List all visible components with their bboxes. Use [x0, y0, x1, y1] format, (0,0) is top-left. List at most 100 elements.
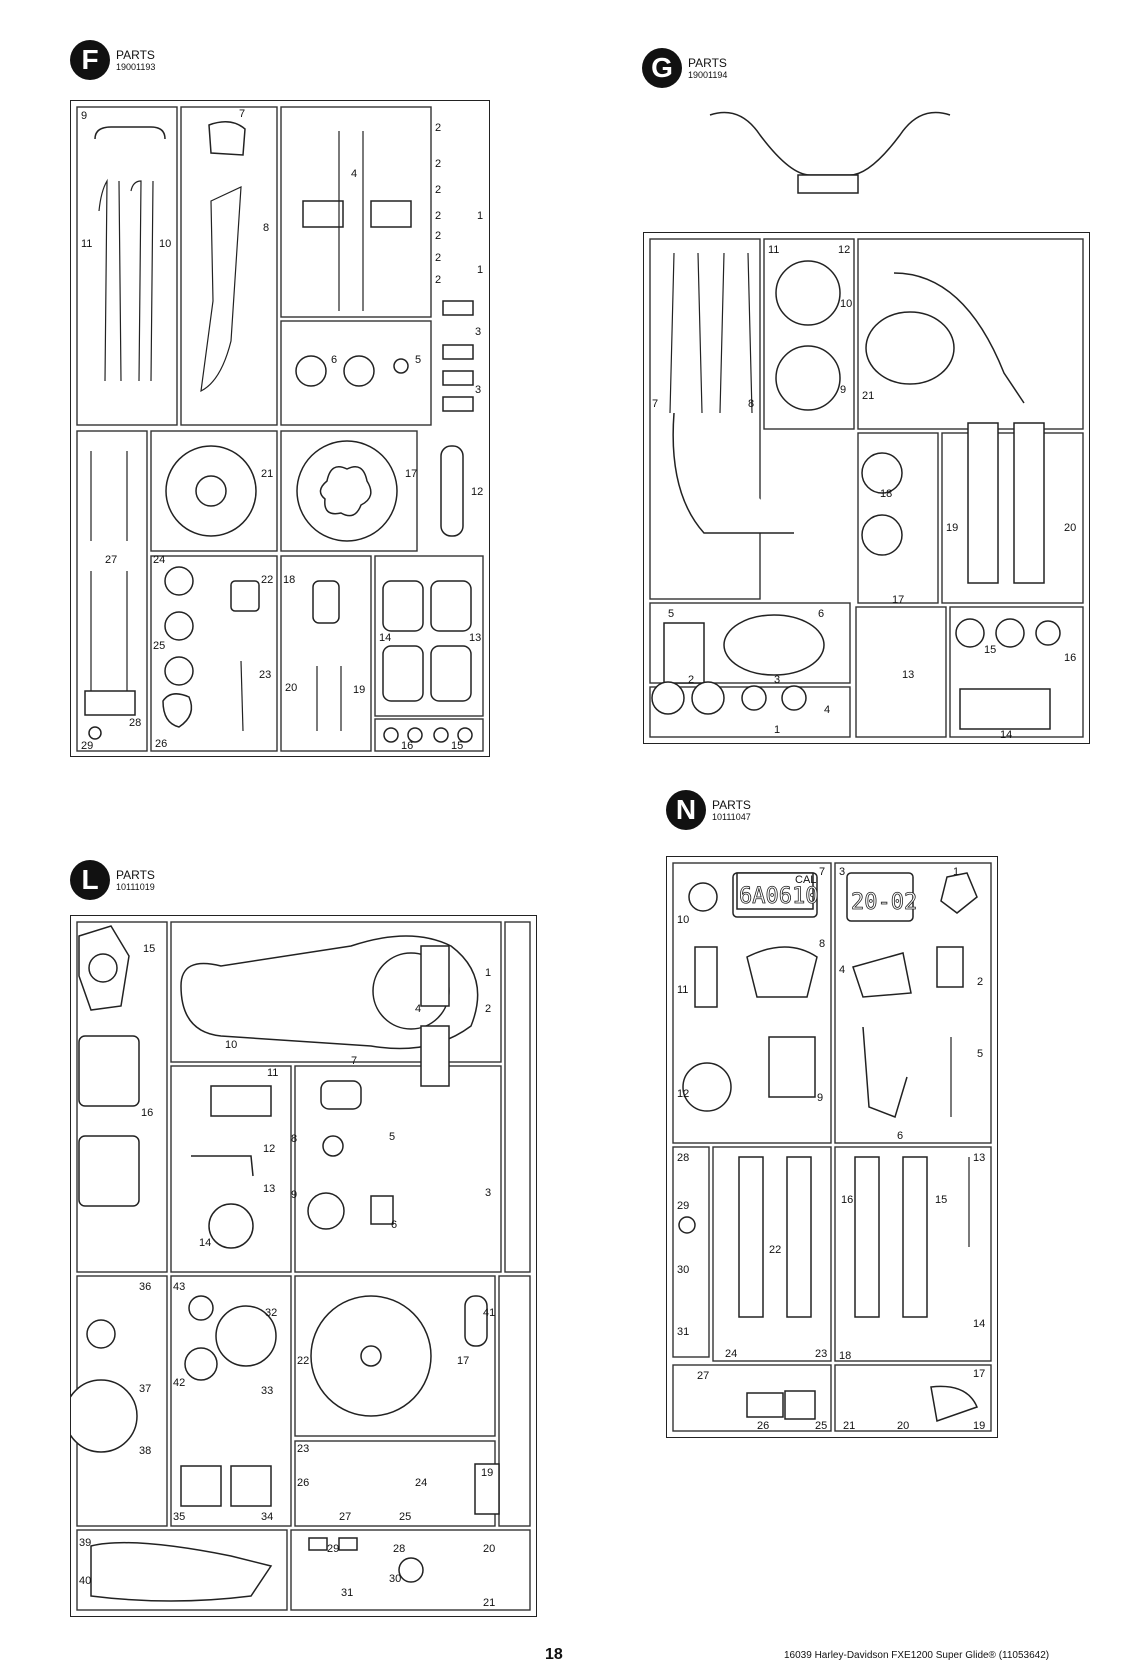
label: 11	[677, 984, 688, 996]
label: 2	[977, 976, 983, 988]
label: 16	[401, 740, 413, 752]
label: 2	[435, 158, 441, 170]
section-f-code: 19001193	[116, 61, 156, 72]
label: 2	[435, 230, 441, 242]
label: 17	[405, 468, 417, 480]
page-number: 18	[545, 1646, 563, 1663]
label: 2	[435, 184, 441, 196]
label: 20	[1064, 522, 1076, 534]
label: 23	[815, 1348, 827, 1360]
label: 15	[935, 1194, 947, 1206]
section-l-title: PARTS	[116, 867, 155, 882]
label: 21	[483, 1597, 495, 1609]
section-l-badge: L	[70, 860, 110, 900]
label: 2	[485, 1003, 491, 1015]
label: 35	[173, 1511, 185, 1523]
label: 14	[973, 1318, 985, 1330]
label: 27	[697, 1370, 709, 1382]
label: 29	[81, 740, 93, 752]
label: 29	[677, 1200, 689, 1212]
label: 1	[485, 967, 491, 979]
label: 11	[267, 1067, 278, 1079]
section-g-badge: G	[642, 48, 682, 88]
label: 28	[129, 717, 141, 729]
label: 15	[143, 943, 155, 955]
section-n-code: 10111047	[712, 811, 751, 822]
label: 7	[819, 866, 825, 878]
label: 6	[897, 1130, 903, 1142]
label: 2	[435, 274, 441, 286]
label: 9	[291, 1189, 297, 1201]
section-f-title: PARTS	[116, 47, 155, 62]
label: 18	[283, 574, 295, 586]
label: 39	[79, 1537, 91, 1549]
label: 19	[481, 1467, 493, 1479]
sprue-l-labels: 15 10 1 2 4 16 11 7 12 8 5 13 9 6 14 3 3…	[79, 943, 495, 1609]
label: 30	[677, 1264, 689, 1276]
label: 13	[902, 669, 914, 681]
license-plate-2-number: 20-02	[851, 890, 917, 915]
label: 1	[953, 866, 959, 878]
label: 33	[261, 1385, 273, 1397]
label: 7	[239, 108, 245, 120]
label: 15	[451, 740, 463, 752]
label: 27	[339, 1511, 351, 1523]
label: 23	[259, 669, 271, 681]
sprue-l-drawing	[71, 921, 531, 1611]
label: 18	[880, 488, 892, 500]
section-n-header: N PARTS 10111047	[666, 790, 751, 830]
label: 7	[652, 398, 658, 410]
section-n-badge: N	[666, 790, 706, 830]
label: 1	[477, 210, 483, 222]
license-plate-1-number: 6A0610	[739, 884, 818, 909]
label: 21	[261, 468, 273, 480]
label: 14	[1000, 729, 1012, 741]
sprue-f-drawing	[76, 106, 484, 752]
label: 21	[843, 1420, 855, 1432]
label: 10	[225, 1039, 237, 1051]
label: 10	[159, 238, 171, 250]
section-f-header: F PARTS 19001193	[70, 40, 155, 80]
label: 22	[261, 574, 273, 586]
section-f-badge: F	[70, 40, 110, 80]
label: 6	[818, 608, 824, 620]
label: 6	[391, 1219, 397, 1231]
label: 8	[291, 1133, 297, 1145]
label: 16	[841, 1194, 853, 1206]
label: 16	[1064, 652, 1076, 664]
label: 25	[815, 1420, 827, 1432]
label: 10	[840, 298, 852, 310]
label: 10	[677, 914, 689, 926]
label: 12	[263, 1143, 275, 1155]
section-g-header: G PARTS 19001194	[642, 48, 727, 88]
label: 19	[973, 1420, 985, 1432]
label: 8	[748, 398, 754, 410]
label: 8	[819, 938, 825, 950]
sprue-n: 6A0610 CAL 20-02 7 3 1 10 8 11 4 2 12 9 …	[666, 856, 998, 1438]
label: 19	[353, 684, 365, 696]
section-l-header: L PARTS 10111019	[70, 860, 155, 900]
label: 23	[297, 1443, 309, 1455]
label: 40	[79, 1575, 91, 1587]
label: 29	[327, 1543, 339, 1555]
sprue-f-labels: 9 7 2 2 2 2 2 2 2 1 1 4 8 11 10 3 3 5 6 …	[81, 108, 483, 752]
section-l-code: 10111019	[116, 881, 155, 892]
label: 26	[155, 738, 167, 750]
label: 20	[897, 1420, 909, 1432]
label: 24	[725, 1348, 737, 1360]
label: 9	[817, 1092, 823, 1104]
label: 4	[351, 168, 357, 180]
label: 2	[435, 252, 441, 264]
label: 14	[379, 632, 391, 644]
label: 36	[139, 1281, 151, 1293]
label: 3	[475, 326, 481, 338]
label: 15	[984, 644, 996, 656]
sprue-n-labels: 7 3 1 10 8 11 4 2 12 9 5 6 28 13 29 16 1…	[677, 866, 985, 1432]
label: 9	[840, 384, 846, 396]
label: 17	[892, 594, 904, 606]
section-g-title: PARTS	[688, 55, 727, 70]
label: 24	[153, 554, 165, 566]
label: 2	[688, 674, 694, 686]
label: 12	[838, 244, 850, 256]
sprue-g-labels: 22 11 12 10 9 21 7 8 18 19 20 17 5 6 2 3…	[652, 244, 1076, 741]
